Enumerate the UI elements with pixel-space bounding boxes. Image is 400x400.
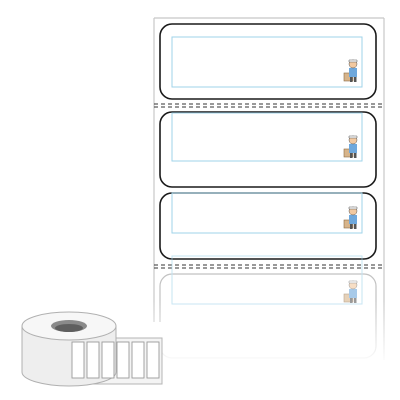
print-area bbox=[171, 36, 363, 88]
delivery-person-icon bbox=[343, 135, 358, 158]
label-1 bbox=[159, 23, 377, 100]
sheet-fade bbox=[150, 300, 390, 365]
label-2 bbox=[159, 111, 377, 188]
roll-strip-labels bbox=[71, 341, 160, 379]
delivery-person-icon bbox=[343, 59, 358, 82]
label-3 bbox=[159, 192, 377, 260]
delivery-person-icon bbox=[343, 206, 358, 229]
perforation-line-2 bbox=[154, 264, 384, 269]
print-area bbox=[171, 192, 363, 234]
label-roll-icon bbox=[21, 311, 163, 387]
print-area bbox=[171, 112, 363, 162]
perforation-line-1 bbox=[154, 103, 384, 108]
